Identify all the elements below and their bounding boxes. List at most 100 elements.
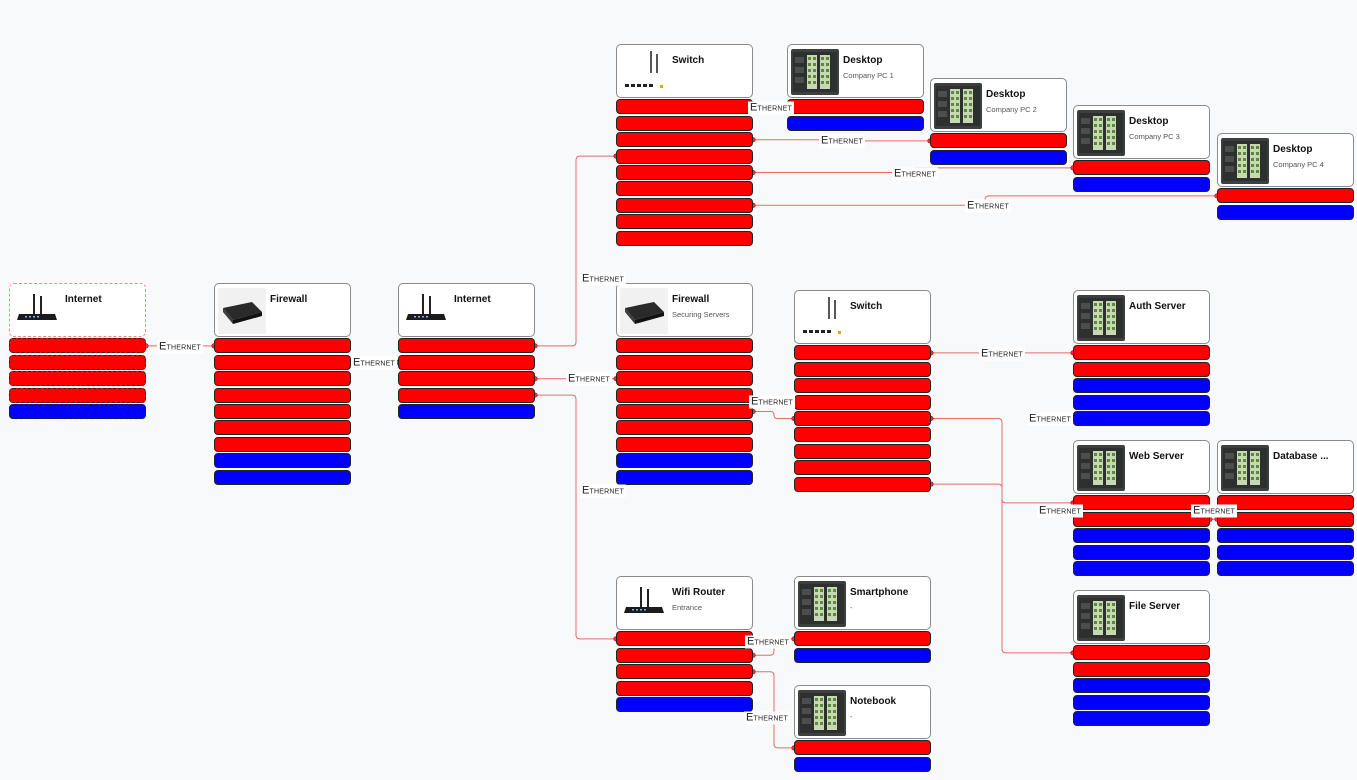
port-blue[interactable] [1073,410,1210,426]
port-blue[interactable] [398,403,535,419]
port-red[interactable] [214,371,351,387]
port-red[interactable] [1073,345,1210,361]
port-red[interactable] [398,371,535,387]
node-smartphone[interactable]: Smartphone- [794,576,931,663]
port-red[interactable] [398,387,535,403]
connection-edge[interactable] [931,418,1073,504]
port-red[interactable] [214,338,351,354]
node-header[interactable]: Notebook- [794,685,931,739]
port-red[interactable] [214,420,351,436]
port-red[interactable] [9,387,146,403]
port-red[interactable] [616,436,753,452]
port-blue[interactable] [1073,678,1210,694]
port-blue[interactable] [616,453,753,469]
edge-label[interactable]: Ethernet [350,356,398,370]
port-red[interactable] [616,371,753,387]
port-red[interactable] [794,410,931,426]
port-red[interactable] [616,197,753,213]
edge-label[interactable]: Ethernet [579,484,627,498]
port-red[interactable] [1073,661,1210,677]
port-red[interactable] [214,387,351,403]
port-red[interactable] [616,420,753,436]
connection-edge[interactable] [753,411,794,419]
port-red[interactable] [616,403,753,419]
port-blue[interactable] [616,696,753,712]
port-red[interactable] [1073,511,1210,527]
connection-edge[interactable] [535,394,616,640]
node-switch-1[interactable]: Switch [616,44,753,246]
port-blue[interactable] [1217,204,1354,220]
edge-label[interactable]: Ethernet [748,395,796,409]
port-red[interactable] [1073,160,1210,176]
port-red[interactable] [794,476,931,492]
port-red[interactable] [398,338,535,354]
connection-edge[interactable] [753,671,794,749]
port-blue[interactable] [1073,560,1210,576]
edge-label[interactable]: Ethernet [565,372,613,386]
port-red[interactable] [794,443,931,459]
edge-label[interactable]: Ethernet [579,272,627,286]
node-auth-server[interactable]: Auth Server [1073,290,1210,426]
node-header[interactable]: Switch [616,44,753,98]
port-red[interactable] [616,647,753,663]
port-blue[interactable] [1217,528,1354,544]
port-red[interactable] [1217,511,1354,527]
port-red[interactable] [616,164,753,180]
port-blue[interactable] [1073,176,1210,192]
port-blue[interactable] [214,453,351,469]
node-header[interactable]: Smartphone- [794,576,931,630]
port-blue[interactable] [616,469,753,485]
port-red[interactable] [616,664,753,680]
port-red[interactable] [616,181,753,197]
node-internet-1[interactable]: Internet [9,283,146,419]
node-header[interactable]: Web Server [1073,440,1210,494]
node-header[interactable]: Switch [794,290,931,344]
port-red[interactable] [787,99,924,115]
port-red[interactable] [616,631,753,647]
port-red[interactable] [9,338,146,354]
port-blue[interactable] [930,149,1067,165]
port-blue[interactable] [9,403,146,419]
port-blue[interactable] [1073,528,1210,544]
port-red[interactable] [616,214,753,230]
edge-label[interactable]: Ethernet [1190,504,1238,518]
port-red[interactable] [616,132,753,148]
node-header[interactable]: Auth Server [1073,290,1210,344]
node-file-server[interactable]: File Server [1073,590,1210,726]
port-red[interactable] [398,354,535,370]
port-blue[interactable] [1217,560,1354,576]
edge-label[interactable]: Ethernet [891,167,939,181]
port-red[interactable] [616,99,753,115]
node-header[interactable]: Internet [398,283,535,337]
node-header[interactable]: Firewall [214,283,351,337]
port-red[interactable] [794,378,931,394]
port-red[interactable] [794,740,931,756]
port-red[interactable] [616,387,753,403]
port-red[interactable] [214,403,351,419]
port-red[interactable] [9,371,146,387]
port-blue[interactable] [214,469,351,485]
port-red[interactable] [794,361,931,377]
port-red[interactable] [616,148,753,164]
edge-label[interactable]: Ethernet [964,199,1012,213]
port-red[interactable] [1073,495,1210,511]
port-blue[interactable] [1073,710,1210,726]
port-red[interactable] [1217,188,1354,204]
node-web-server[interactable]: Web Server [1073,440,1210,576]
edge-label[interactable]: Ethernet [978,347,1026,361]
port-blue[interactable] [1073,394,1210,410]
port-red[interactable] [1217,495,1354,511]
port-red[interactable] [1073,361,1210,377]
port-red[interactable] [616,354,753,370]
edge-label[interactable]: Ethernet [1036,504,1084,518]
